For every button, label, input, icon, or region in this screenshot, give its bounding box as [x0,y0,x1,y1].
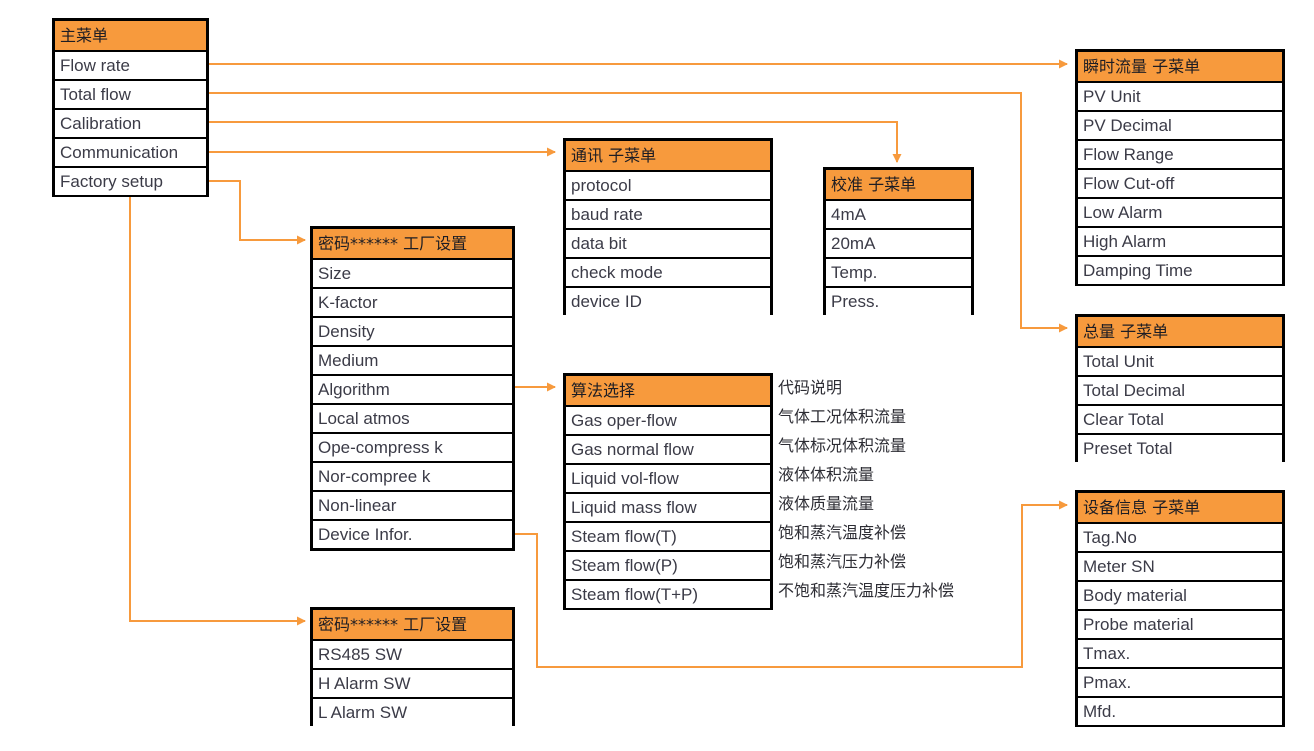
flow-rate-submenu-header: 瞬时流量 子菜单 [1078,52,1282,81]
factory-setup-1-item-k-factor[interactable]: K-factor [313,287,512,316]
algorithm-select-box: 算法选择 Gas oper-flow Gas normal flow Liqui… [563,373,773,610]
flow-rate-item-high-alarm[interactable]: High Alarm [1078,226,1282,255]
factory-setup-1-item-ope-compress-k[interactable]: Ope-compress k [313,432,512,461]
device-info-item-tmax[interactable]: Tmax. [1078,638,1282,667]
annotation-gas-normal-flow: 气体标况体积流量 [778,435,907,455]
annotation-steam-flow-p: 饱和蒸汽压力补偿 [778,551,907,571]
factory-setup-2-header: 密码****** 工厂设置 [313,610,512,639]
calibration-item-temp[interactable]: Temp. [826,257,971,286]
communication-item-check-mode[interactable]: check mode [566,257,770,286]
algorithm-select-header: 算法选择 [566,376,770,405]
factory-setup-2-item-l-alarm-sw[interactable]: L Alarm SW [313,697,512,726]
calibration-item-press[interactable]: Press. [826,286,971,315]
device-info-item-tag-no[interactable]: Tag.No [1078,522,1282,551]
communication-submenu-box: 通讯 子菜单 protocol baud rate data bit check… [563,138,773,315]
factory-setup-1-item-device-infor[interactable]: Device Infor. [313,519,512,548]
factory-setup-1-item-non-linear[interactable]: Non-linear [313,490,512,519]
total-flow-item-preset-total[interactable]: Preset Total [1078,433,1282,462]
total-flow-submenu-box: 总量 子菜单 Total Unit Total Decimal Clear To… [1075,314,1285,462]
annotation-steam-flow-tp: 不饱和蒸汽温度压力补偿 [778,580,955,600]
factory-setup-1-item-local-atmos[interactable]: Local atmos [313,403,512,432]
flow-rate-item-pv-unit[interactable]: PV Unit [1078,81,1282,110]
annotation-steam-flow-t: 饱和蒸汽温度补偿 [778,522,907,542]
total-flow-submenu-header: 总量 子菜单 [1078,317,1282,346]
device-info-submenu-header: 设备信息 子菜单 [1078,493,1282,522]
wire-factory-setup-1 [196,180,306,245]
algorithm-item-steam-flow-t[interactable]: Steam flow(T) [566,521,770,550]
device-info-item-pmax[interactable]: Pmax. [1078,667,1282,696]
main-menu-item-total-flow[interactable]: Total flow [55,79,206,108]
algorithm-item-gas-oper-flow[interactable]: Gas oper-flow [566,405,770,434]
total-flow-item-total-decimal[interactable]: Total Decimal [1078,375,1282,404]
communication-item-baud-rate[interactable]: baud rate [566,199,770,228]
device-info-submenu-box: 设备信息 子菜单 Tag.No Meter SN Body material P… [1075,490,1285,727]
flow-rate-submenu-box: 瞬时流量 子菜单 PV Unit PV Decimal Flow Range F… [1075,49,1285,286]
factory-setup-2-item-rs485-sw[interactable]: RS485 SW [313,639,512,668]
factory-setup-1-item-size[interactable]: Size [313,258,512,287]
annotation-liquid-mass-flow: 液体质量流量 [778,493,875,513]
flow-rate-item-low-alarm[interactable]: Low Alarm [1078,197,1282,226]
algorithm-item-liquid-vol-flow[interactable]: Liquid vol-flow [566,463,770,492]
main-menu-item-communication[interactable]: Communication [55,137,206,166]
device-info-item-body-material[interactable]: Body material [1078,580,1282,609]
main-menu-item-flow-rate[interactable]: Flow rate [55,50,206,79]
algorithm-item-gas-normal-flow[interactable]: Gas normal flow [566,434,770,463]
annotation-gas-oper-flow: 气体工况体积流量 [778,406,907,426]
total-flow-item-total-unit[interactable]: Total Unit [1078,346,1282,375]
factory-setup-1-item-medium[interactable]: Medium [313,345,512,374]
calibration-submenu-box: 校准 子菜单 4mA 20mA Temp. Press. [823,167,974,315]
calibration-item-20ma[interactable]: 20mA [826,228,971,257]
wire-calibration [196,121,902,163]
device-info-item-meter-sn[interactable]: Meter SN [1078,551,1282,580]
algorithm-item-steam-flow-tp[interactable]: Steam flow(T+P) [566,579,770,608]
device-info-item-probe-material[interactable]: Probe material [1078,609,1282,638]
flow-rate-item-damping-time[interactable]: Damping Time [1078,255,1282,284]
wire-factory-setup-2 [129,197,306,626]
calibration-submenu-header: 校准 子菜单 [826,170,971,199]
calibration-item-4ma[interactable]: 4mA [826,199,971,228]
algorithm-item-steam-flow-p[interactable]: Steam flow(P) [566,550,770,579]
communication-item-data-bit[interactable]: data bit [566,228,770,257]
factory-setup-1-item-nor-compree-k[interactable]: Nor-compree k [313,461,512,490]
algorithm-item-liquid-mass-flow[interactable]: Liquid mass flow [566,492,770,521]
main-menu-item-factory-setup[interactable]: Factory setup [55,166,206,195]
total-flow-item-clear-total[interactable]: Clear Total [1078,404,1282,433]
algorithm-annotations-column: 代码说明 气体工况体积流量 气体标况体积流量 液体体积流量 液体质量流量 饱和蒸… [778,373,1008,605]
factory-setup-1-item-density[interactable]: Density [313,316,512,345]
flow-rate-item-flow-cut-off[interactable]: Flow Cut-off [1078,168,1282,197]
main-menu-item-calibration[interactable]: Calibration [55,108,206,137]
device-info-item-mfd[interactable]: Mfd. [1078,696,1282,725]
communication-item-protocol[interactable]: protocol [566,170,770,199]
annotation-header: 代码说明 [778,377,843,397]
main-menu-header: 主菜单 [55,21,206,50]
factory-setup-2-item-h-alarm-sw[interactable]: H Alarm SW [313,668,512,697]
main-menu-box: 主菜单 Flow rate Total flow Calibration Com… [52,18,209,197]
factory-setup-1-header: 密码****** 工厂设置 [313,229,512,258]
flow-rate-item-pv-decimal[interactable]: PV Decimal [1078,110,1282,139]
flow-rate-item-flow-range[interactable]: Flow Range [1078,139,1282,168]
factory-setup-1-box: 密码****** 工厂设置 Size K-factor Density Medi… [310,226,515,551]
communication-item-device-id[interactable]: device ID [566,286,770,315]
annotation-liquid-vol-flow: 液体体积流量 [778,464,875,484]
factory-setup-2-box: 密码****** 工厂设置 RS485 SW H Alarm SW L Alar… [310,607,515,726]
communication-submenu-header: 通讯 子菜单 [566,141,770,170]
factory-setup-1-item-algorithm[interactable]: Algorithm [313,374,512,403]
